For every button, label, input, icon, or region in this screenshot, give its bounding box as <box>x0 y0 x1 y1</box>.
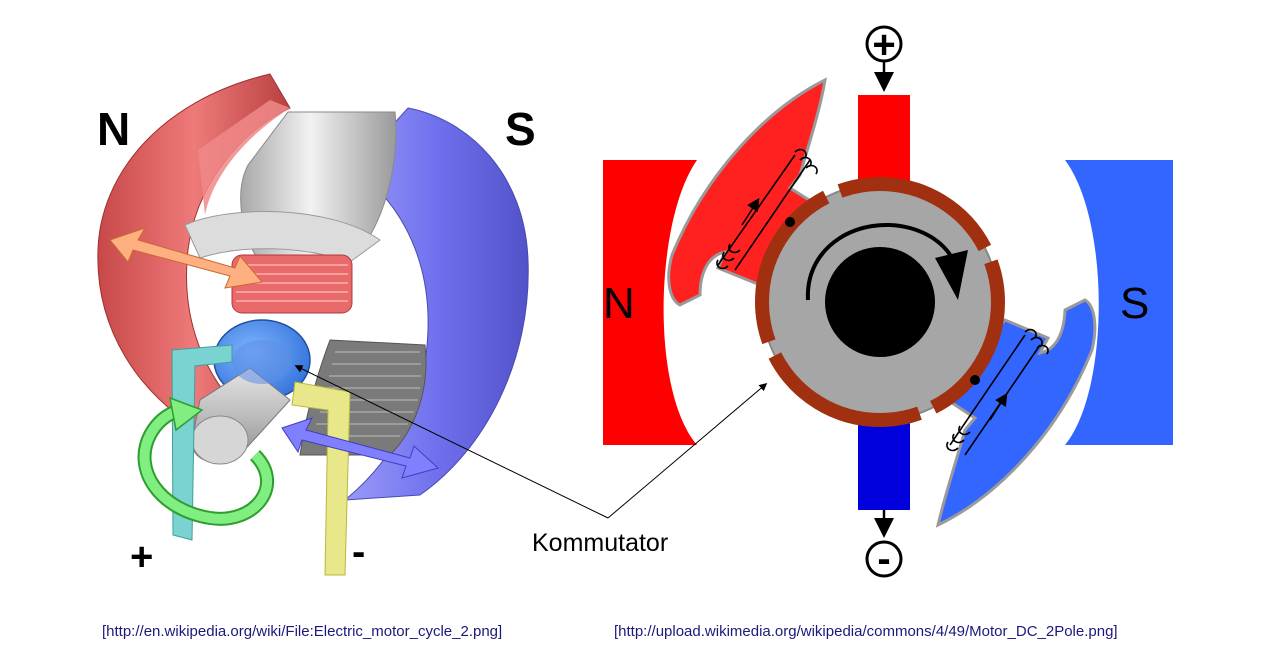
motor-shaft-end <box>191 415 249 465</box>
wire-dot-bottom <box>970 375 980 385</box>
callout-label: Kommutator <box>532 529 668 557</box>
north-magnet-2d <box>603 160 697 445</box>
source-right: [http://upload.wikimedia.org/wikipedia/c… <box>614 623 1118 640</box>
right-south-label: S <box>1120 279 1149 328</box>
south-stator-3d <box>343 107 529 501</box>
field-arrow-top <box>109 227 263 289</box>
coil-blue-current-arrow <box>989 392 1008 421</box>
right-north-label: N <box>603 279 635 328</box>
right-minus-label: - <box>877 537 890 581</box>
armature-coil-top <box>231 254 353 314</box>
brush-minus-2d <box>858 420 910 510</box>
field-arrow-bottom <box>281 417 440 479</box>
terminal-plus-2d: + <box>865 23 903 92</box>
armature-pole-shoe-top <box>184 211 381 263</box>
brush-plus-3d <box>171 344 233 541</box>
south-magnet-2d <box>1065 160 1173 445</box>
left-south-label: S <box>505 103 536 155</box>
left-plus-label: + <box>130 535 153 579</box>
north-stator-inner-face <box>198 100 290 215</box>
coil-red-current-arrow <box>741 197 760 226</box>
left-minus-label: - <box>352 530 365 574</box>
commutator-ring-2d <box>755 177 1005 427</box>
callout-line-left <box>294 365 609 519</box>
wire-dot-top <box>785 217 795 227</box>
right-plus-label: + <box>872 23 895 67</box>
left-north-label: N <box>97 103 130 155</box>
rotor-shaft-2d <box>825 247 935 357</box>
rotation-arrow-3d <box>137 396 274 526</box>
rotation-arrow-2d <box>805 223 968 301</box>
left-motor-illustration: N S + - <box>97 73 536 579</box>
right-motor-schematic: + - N S <box>603 23 1173 581</box>
terminal-minus-2d: - <box>865 510 903 581</box>
callout-line-right <box>607 382 768 519</box>
commutator-callout: Kommutator <box>294 365 768 557</box>
brush-plus-2d <box>858 95 910 185</box>
source-left: [http://en.wikipedia.org/wiki/File:Elect… <box>102 623 502 640</box>
